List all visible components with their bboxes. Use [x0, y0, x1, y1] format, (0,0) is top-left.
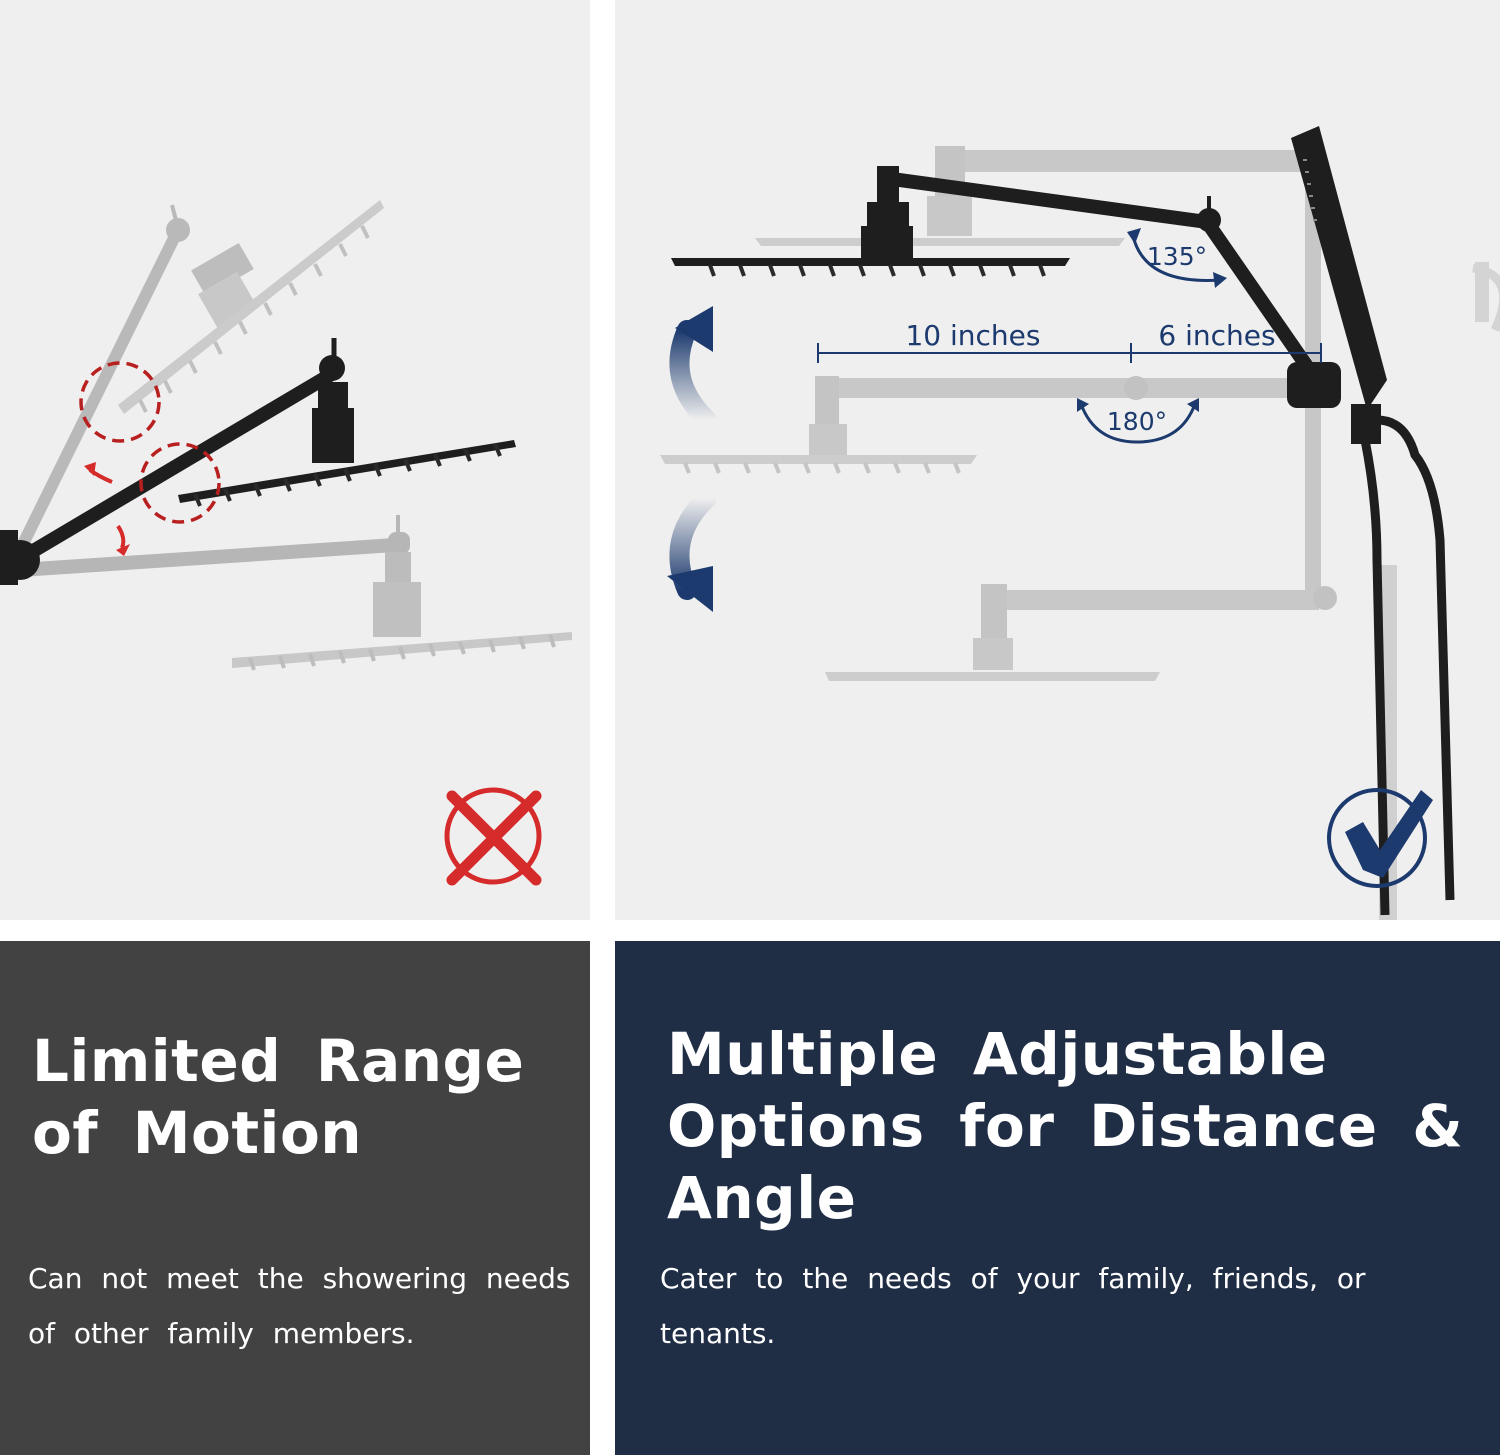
adjustable-options-heading: Multiple Adjustable Options for Distance… [667, 1020, 1464, 1232]
limit-joint-markers [79, 361, 221, 556]
limited-range-description: Can not meet the showering needs of othe… [28, 1262, 571, 1350]
adjustable-options-description: Cater to the needs of your family, frien… [660, 1262, 1366, 1350]
distance-label-10in: 10 inches [905, 319, 1040, 352]
faded-lower-shower-head [13, 515, 572, 671]
angle-180-marker: 180° [1077, 398, 1199, 444]
dark-shower-head [0, 338, 516, 585]
limited-range-illustration [0, 0, 590, 920]
distance-label-6in: 6 inches [1158, 319, 1275, 352]
limited-range-shower-drawing [0, 200, 572, 886]
dark-shower-arm [671, 166, 1341, 408]
adjustable-shower-drawing: 10 inches 6 inches 135° 180° [660, 126, 1500, 920]
distance-dimension: 10 inches 6 inches [817, 319, 1322, 363]
limited-range-caption: Limited Range of Motion Can not meet the… [0, 941, 590, 1455]
faded-upper-shower-head [14, 200, 384, 556]
adjustable-options-caption: Multiple Adjustable Options for Distance… [615, 941, 1500, 1455]
move-up-arrow-icon [669, 306, 717, 430]
faded-top-shower-head [755, 146, 1309, 246]
handheld-shower [1291, 126, 1500, 916]
check-icon [1327, 788, 1433, 888]
limited-range-heading: Limited Range of Motion [32, 1027, 525, 1167]
move-down-arrow-icon [667, 488, 717, 612]
adjustable-range-illustration: 10 inches 6 inches 135° 180° [615, 0, 1500, 920]
angle-label-135: 135° [1147, 242, 1207, 271]
angle-label-180: 180° [1107, 407, 1167, 436]
faded-bottom-shower-head [825, 584, 1337, 681]
faded-middle-shower-head [660, 376, 1307, 474]
angle-135-marker: 135° [1127, 228, 1227, 288]
cross-icon [444, 787, 542, 886]
